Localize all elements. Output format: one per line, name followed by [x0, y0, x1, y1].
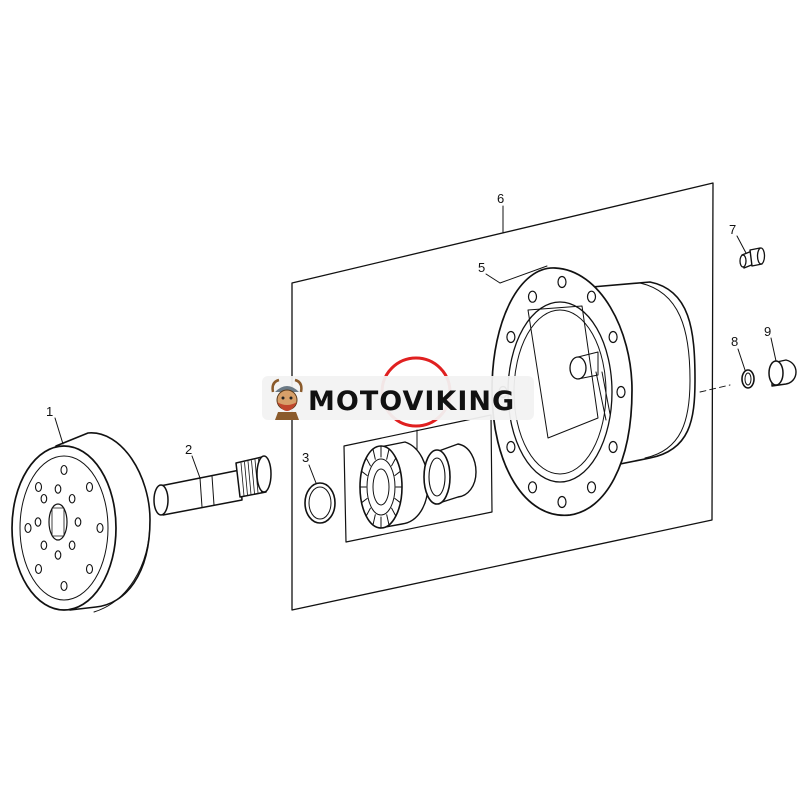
carrier-outer-hole	[85, 481, 94, 493]
callout-3: 3	[302, 450, 309, 465]
carrier-outer-hole	[60, 464, 68, 476]
gear-tooth	[386, 448, 390, 460]
gear-tooth	[361, 498, 368, 504]
part-3-snap-ring	[304, 482, 336, 524]
viking-logo-icon	[271, 378, 303, 420]
kit-panel	[291, 182, 714, 611]
gear-tooth	[361, 470, 368, 476]
gear-tooth	[365, 507, 371, 517]
flange-hole	[608, 440, 618, 454]
carrier-inner-hole	[54, 484, 62, 494]
part-1-carrier	[11, 432, 151, 613]
callout-1: 1	[46, 404, 53, 419]
carrier-inner-hole	[68, 493, 76, 504]
callout-2: 2	[185, 442, 192, 457]
carrier-bolt-holes	[24, 464, 104, 592]
callout-5: 5	[478, 260, 485, 275]
flange-hole	[586, 290, 597, 303]
flange-hole	[557, 495, 567, 509]
flange-hole	[527, 481, 538, 494]
carrier-inner-hole	[40, 493, 48, 504]
flange-bolt-holes	[498, 275, 626, 509]
flange-hole	[527, 290, 538, 303]
carrier-inner-hole	[40, 540, 48, 551]
shaft-spline	[244, 461, 248, 496]
flange-hole	[608, 330, 618, 344]
gear-tooth	[391, 507, 397, 517]
part-2-shaft	[153, 455, 272, 516]
carrier-outer-hole	[34, 481, 43, 493]
gear-tooth	[372, 448, 376, 460]
gear-tooth	[394, 470, 401, 476]
callout-9: 9	[764, 324, 771, 339]
callout-8: 8	[731, 334, 738, 349]
flange-hole	[506, 440, 516, 454]
shaft-spline	[247, 460, 252, 495]
carrier-inner-hole	[68, 540, 76, 551]
spline-gear	[359, 441, 429, 529]
gear-tooth	[372, 514, 376, 526]
carrier-inner-hole	[54, 550, 62, 560]
gear-teeth	[359, 445, 403, 529]
carrier-outer-hole	[24, 522, 32, 534]
callouts: 1 2 3 5 6 7 8 9	[46, 191, 771, 465]
watermark-text: MOTOVIKING	[308, 386, 515, 417]
gear-tooth	[394, 498, 401, 504]
flange-hole	[586, 481, 597, 494]
carrier-outer-hole	[96, 522, 104, 534]
carrier-outer-hole	[85, 563, 94, 575]
flange-hole	[506, 330, 516, 344]
part-9-plug	[768, 359, 797, 387]
carrier-inner-hole	[74, 517, 82, 527]
part-5-housing	[491, 265, 696, 517]
carrier-inner-hole	[34, 517, 42, 527]
gear-tooth	[386, 514, 390, 526]
gear-tooth	[365, 457, 371, 467]
carrier-outer-hole	[34, 563, 43, 575]
shaft-spline	[251, 460, 255, 495]
carrier-outer-hole	[60, 580, 68, 592]
part-8-seal-ring	[741, 369, 755, 389]
bearing	[423, 443, 477, 505]
flange-hole	[557, 275, 567, 289]
shaft-spline	[240, 462, 245, 497]
callout-6: 6	[497, 191, 504, 206]
callout-7: 7	[729, 222, 736, 237]
gear-tooth	[391, 457, 397, 467]
leader-lines	[54, 205, 777, 484]
motoviking-watermark: MOTOVIKING	[262, 356, 534, 428]
flange-hole	[616, 385, 626, 399]
part-7-bolt	[739, 247, 766, 269]
